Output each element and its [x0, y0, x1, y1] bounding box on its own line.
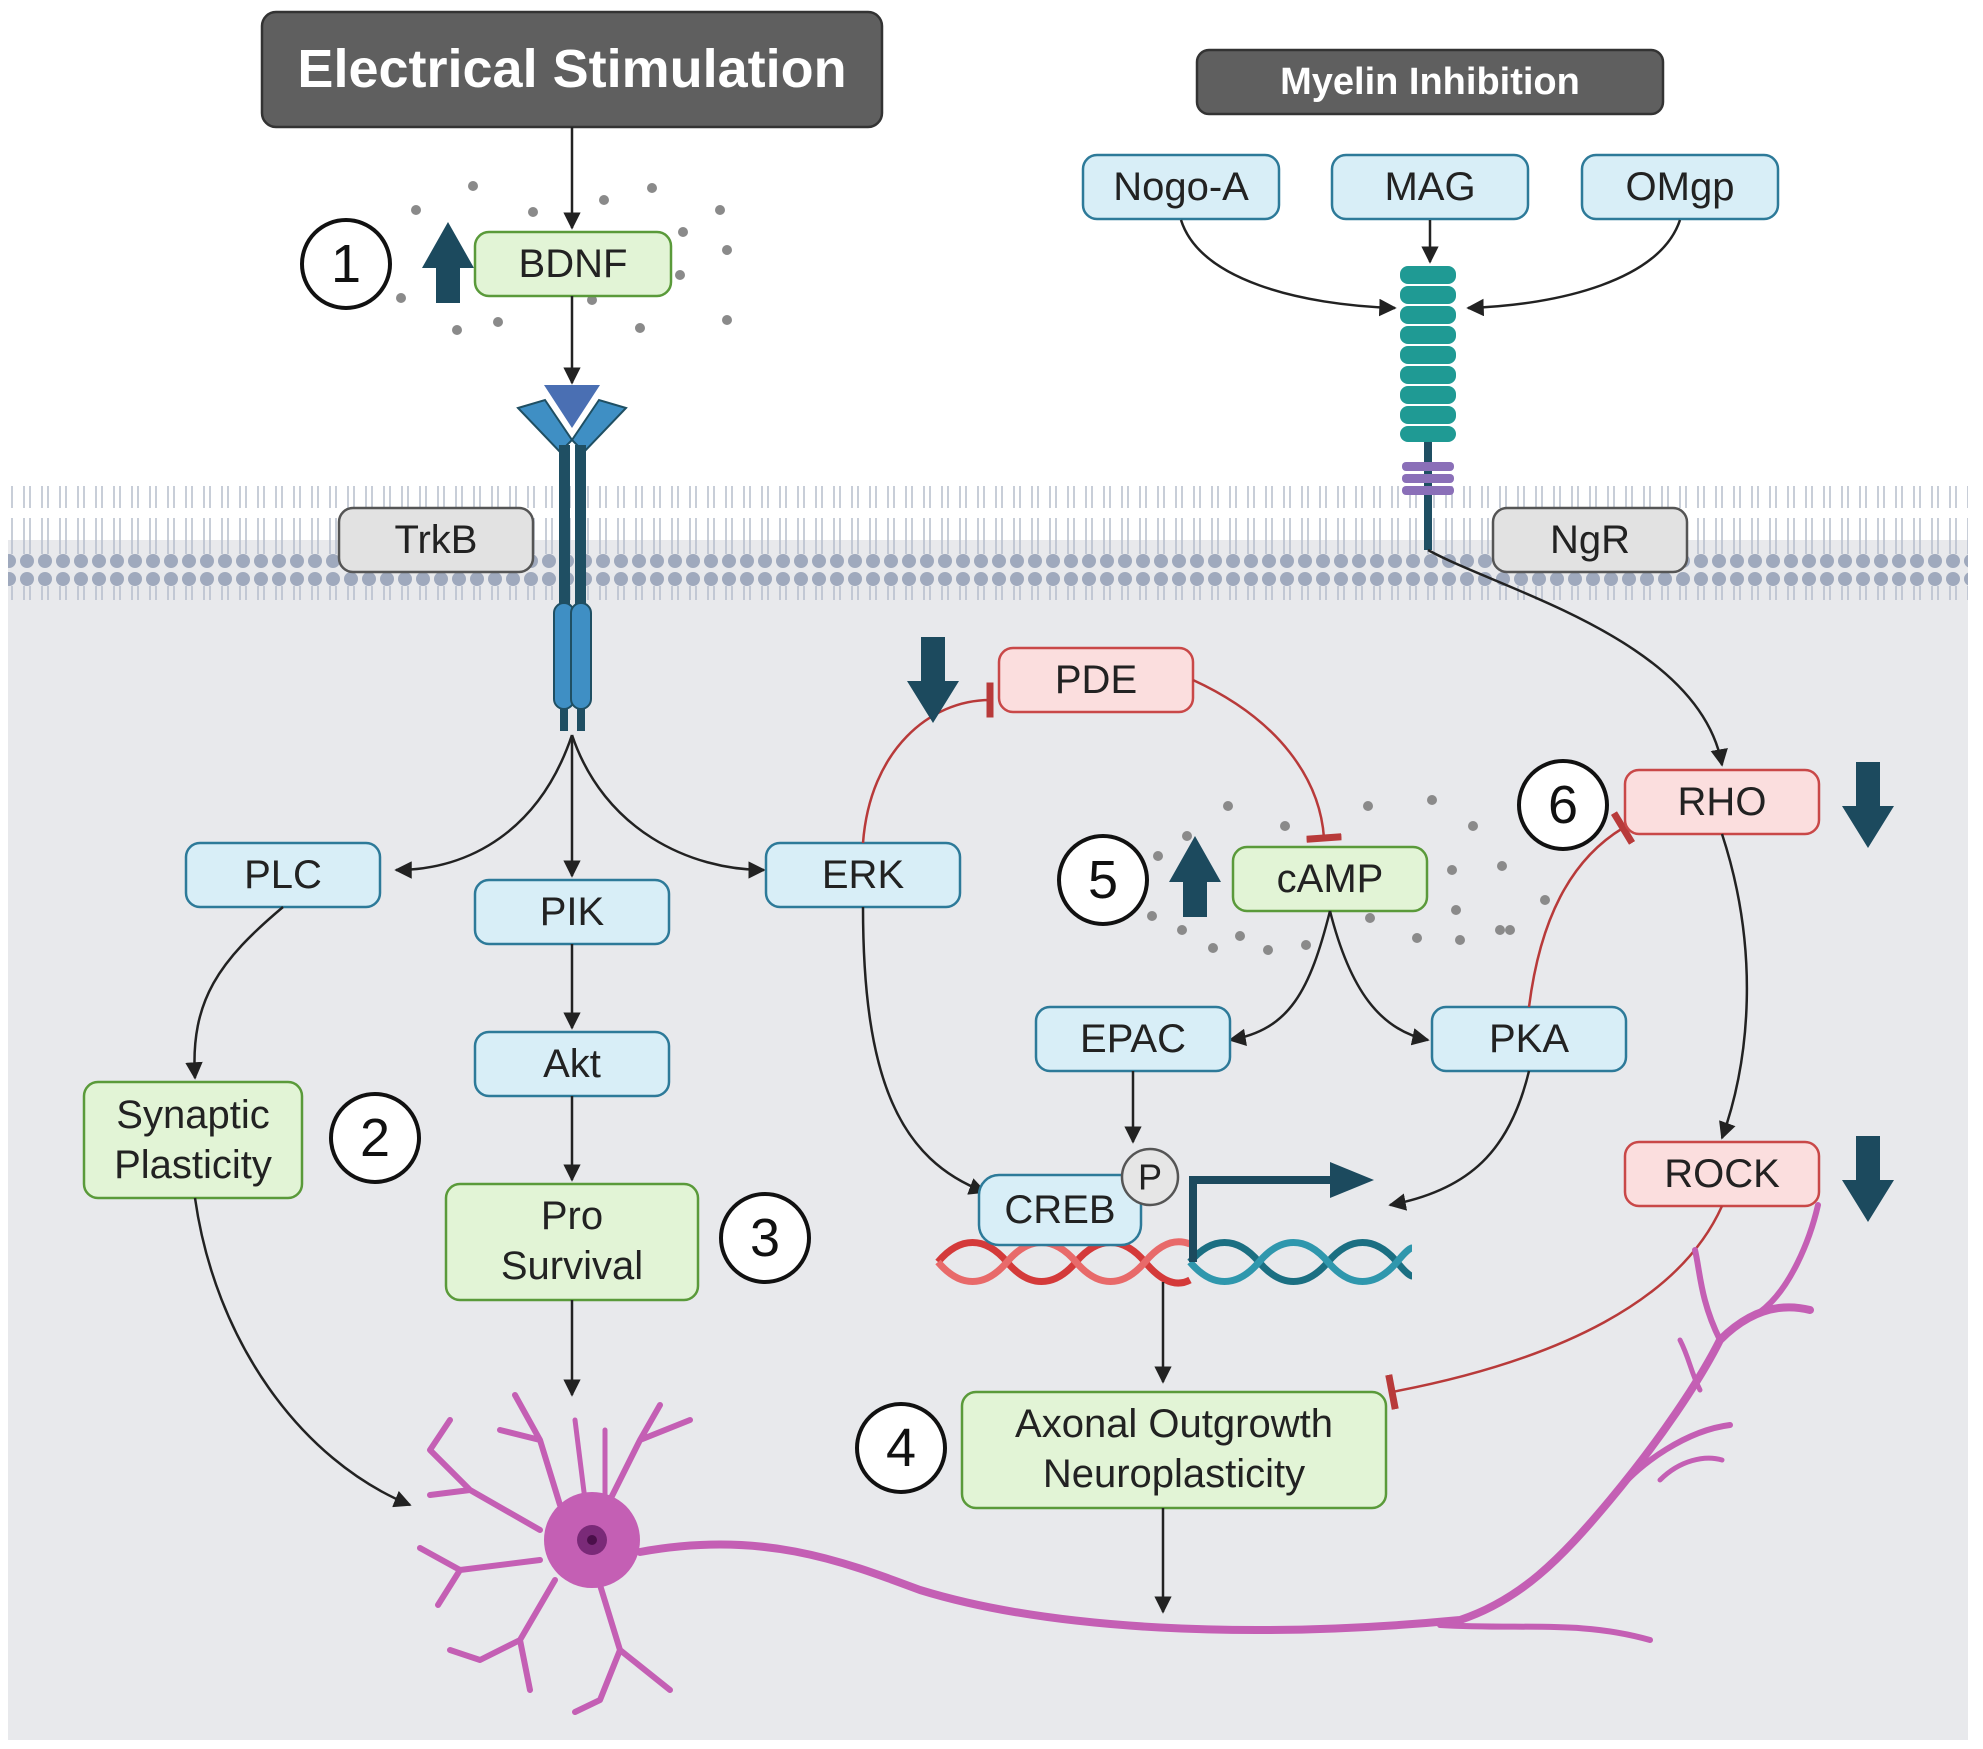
up-arrow-icon — [1169, 836, 1221, 917]
outcome-pro-survival: Pro Survival — [444, 1182, 700, 1302]
electrical-stimulation-header: Electrical Stimulation — [260, 10, 884, 129]
step-number-6: 6 — [1517, 759, 1609, 851]
svg-text:Myelin Inhibition: Myelin Inhibition — [1280, 61, 1580, 103]
step-number-5: 5 — [1057, 834, 1149, 926]
arrow-trkb-to-erk — [570, 734, 766, 879]
node-camp: cAMP — [1231, 845, 1429, 913]
svg-text:ROCK: ROCK — [1664, 1152, 1780, 1196]
svg-text:Plasticity: Plasticity — [114, 1143, 272, 1187]
arrow-camp-to-epac — [1228, 910, 1332, 1047]
inhibit-erk-to-pde — [861, 682, 994, 844]
myelin-inhibition-header: Myelin Inhibition — [1195, 48, 1665, 116]
up-arrow-icon — [422, 222, 474, 303]
svg-text:Pro: Pro — [541, 1194, 603, 1238]
step-number-3: 3 — [719, 1192, 811, 1284]
arrow-synaptic-to-neuron — [193, 1197, 412, 1508]
inhibit-pde-to-camp — [1192, 678, 1342, 843]
node-creb: CREB — [977, 1173, 1143, 1247]
arrow-trkb-to-plc — [394, 734, 574, 879]
svg-text:cAMP: cAMP — [1277, 857, 1384, 901]
node-plc: PLC — [184, 841, 382, 909]
down-arrow-icon — [907, 637, 959, 723]
svg-text:PLC: PLC — [244, 853, 322, 897]
arrow-pka-to-transcription — [1388, 1070, 1531, 1211]
dna-helix-icon — [935, 1238, 1413, 1287]
svg-text:6: 6 — [1548, 775, 1578, 835]
arrow-rho-to-rock — [1719, 833, 1749, 1140]
arrow-camp-to-pka — [1328, 910, 1430, 1046]
svg-text:Axonal Outgrowth: Axonal Outgrowth — [1015, 1402, 1333, 1446]
svg-text:BDNF: BDNF — [519, 242, 628, 286]
outcome-axonal-outgrowth: Axonal Outgrowth Neuroplasticity — [960, 1390, 1388, 1510]
svg-text:Nogo-A: Nogo-A — [1113, 165, 1249, 209]
svg-text:EPAC: EPAC — [1080, 1017, 1186, 1061]
step-number-4: 4 — [855, 1402, 947, 1494]
node-bdnf: BDNF — [473, 230, 673, 298]
svg-text:TrkB: TrkB — [395, 518, 478, 562]
svg-text:Electrical Stimulation: Electrical Stimulation — [297, 39, 846, 99]
svg-text:Neuroplasticity: Neuroplasticity — [1043, 1452, 1305, 1496]
neuron-icon — [417, 1202, 1821, 1715]
svg-text:PKA: PKA — [1489, 1017, 1569, 1061]
node-erk: ERK — [764, 841, 962, 909]
down-arrow-icon — [1842, 1136, 1894, 1222]
svg-text:Akt: Akt — [543, 1042, 601, 1086]
inhibit-pka-to-rho — [1527, 811, 1636, 1008]
step-number-1: 1 — [300, 218, 392, 310]
svg-text:4: 4 — [886, 1418, 916, 1478]
svg-text:OMgp: OMgp — [1626, 165, 1735, 209]
step-number-2: 2 — [329, 1092, 421, 1184]
node-rock: ROCK — [1623, 1140, 1821, 1208]
camp-particles — [1147, 795, 1550, 955]
ligand-mag: MAG — [1330, 153, 1530, 221]
svg-text:P: P — [1138, 1157, 1162, 1198]
svg-text:3: 3 — [750, 1208, 780, 1268]
svg-text:1: 1 — [331, 234, 361, 294]
ligand-omgp: OMgp — [1580, 153, 1780, 221]
svg-text:5: 5 — [1088, 850, 1118, 910]
svg-text:2: 2 — [360, 1108, 390, 1168]
node-epac: EPAC — [1034, 1005, 1232, 1073]
outcome-synaptic-plasticity: Synaptic Plasticity — [82, 1080, 304, 1200]
svg-text:Synaptic: Synaptic — [116, 1093, 269, 1137]
node-rho: RHO — [1623, 768, 1821, 836]
transcription-arrow-icon — [1189, 1162, 1374, 1262]
svg-text:PIK: PIK — [540, 890, 605, 934]
trkb-receptor-icon — [516, 385, 628, 731]
node-pik: PIK — [473, 878, 671, 946]
svg-text:CREB: CREB — [1004, 1188, 1115, 1232]
arrow-nogo-to-ngr — [1179, 219, 1397, 317]
arrow-ngr-to-rho — [1427, 548, 1728, 767]
node-pka: PKA — [1430, 1005, 1628, 1073]
inhibit-rock-to-axonal — [1385, 1205, 1724, 1410]
down-arrow-icon — [1842, 762, 1894, 848]
arrow-erk-to-creb — [861, 906, 987, 1195]
arrow-plc-to-synaptic — [185, 906, 284, 1080]
ngr-receptor-icon — [1400, 266, 1456, 550]
ligand-nogo-a: Nogo-A — [1081, 153, 1281, 221]
svg-text:PDE: PDE — [1055, 658, 1137, 702]
svg-text:MAG: MAG — [1384, 165, 1475, 209]
svg-text:RHO: RHO — [1678, 780, 1767, 824]
trkb-label: TrkB — [337, 506, 535, 574]
ngr-label: NgR — [1491, 506, 1689, 574]
svg-text:Survival: Survival — [501, 1244, 643, 1288]
node-akt: Akt — [473, 1030, 671, 1098]
arrow-omgp-to-ngr — [1466, 219, 1682, 317]
svg-text:ERK: ERK — [822, 853, 905, 897]
phosphate-icon: P — [1120, 1147, 1180, 1207]
node-pde: PDE — [997, 646, 1195, 714]
svg-text:NgR: NgR — [1550, 518, 1630, 562]
